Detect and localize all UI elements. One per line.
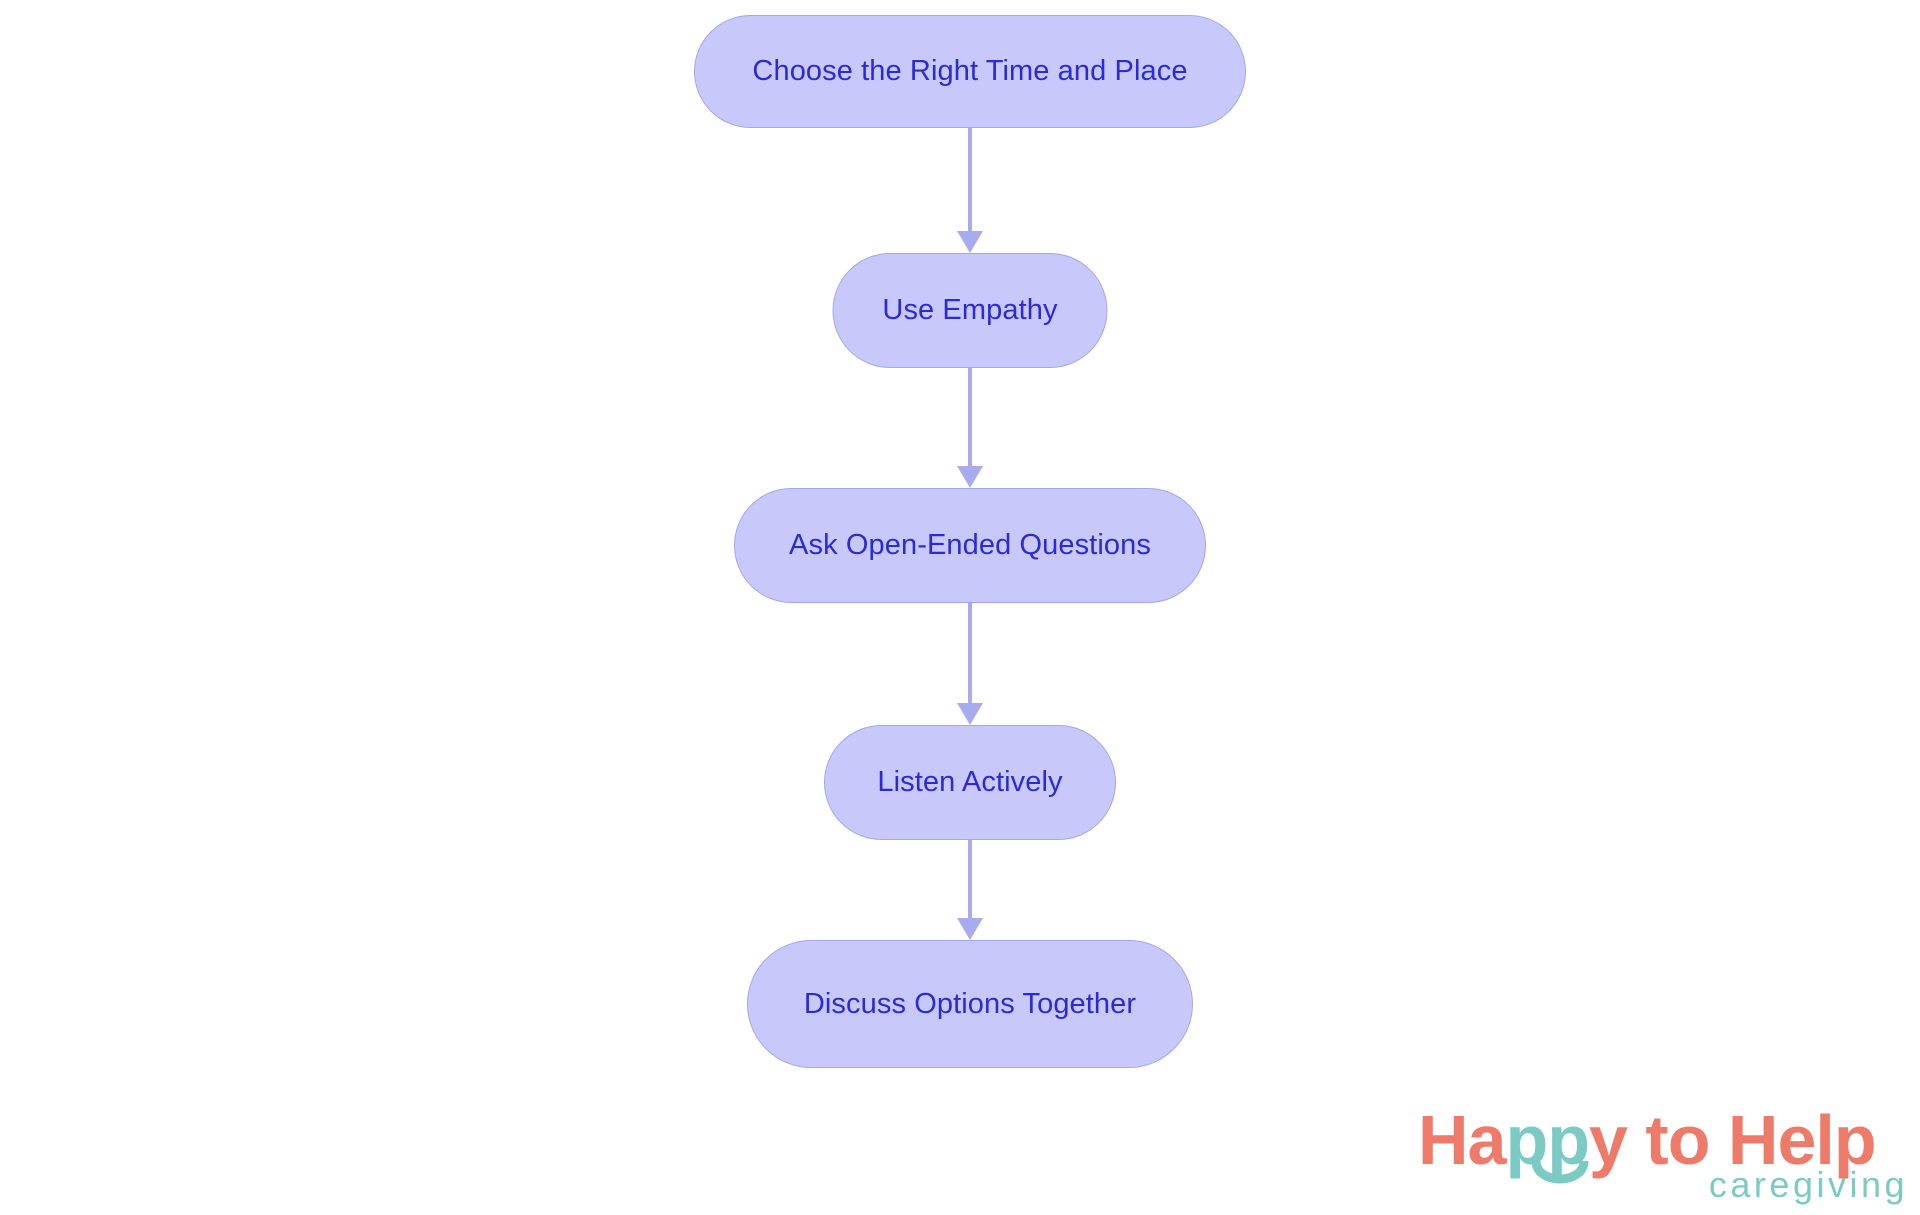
logo-text-y-to-help: y to Help [1589, 1101, 1877, 1179]
edge-shaft [968, 128, 972, 231]
brand-logo: Happy to Help caregiving [1418, 1105, 1908, 1215]
edge-shaft [968, 368, 972, 466]
arrow-down-icon [957, 466, 983, 488]
smile-arc-icon [1531, 1161, 1589, 1184]
edge-shaft [968, 603, 972, 703]
arrow-down-icon [957, 231, 983, 253]
flow-node-label: Listen Actively [877, 766, 1063, 798]
flow-node-label: Discuss Options Together [803, 987, 1137, 1020]
flow-node-choose-the-right-time-and-place[interactable]: Choose the Right Time and Place [694, 15, 1246, 128]
arrow-down-icon [957, 703, 983, 725]
edge-shaft [968, 840, 972, 918]
flow-edge-n1-n2 [957, 128, 983, 253]
flow-node-ask-open-ended-questions[interactable]: Ask Open-Ended Questions [734, 488, 1206, 603]
flow-node-label: Choose the Right Time and Place [752, 55, 1188, 87]
flow-edge-n3-n4 [957, 603, 983, 725]
flow-node-label: Ask Open-Ended Questions [789, 529, 1151, 561]
flow-node-discuss-options-together[interactable]: Discuss Options Together [747, 940, 1193, 1068]
logo-tagline: caregiving [1708, 1164, 1908, 1205]
flow-edge-n4-n5 [957, 840, 983, 940]
flow-node-listen-actively[interactable]: Listen Actively [824, 725, 1116, 840]
flow-node-use-empathy[interactable]: Use Empathy [832, 253, 1108, 368]
flow-node-label: Use Empathy [882, 294, 1058, 326]
arrow-down-icon [957, 918, 983, 940]
logo-text-ha: Ha [1418, 1101, 1506, 1179]
logo-text-pp: pp [1505, 1101, 1590, 1179]
logo-wordmark: Happy to Help [1418, 1105, 1877, 1175]
flow-edge-n2-n3 [957, 368, 983, 488]
